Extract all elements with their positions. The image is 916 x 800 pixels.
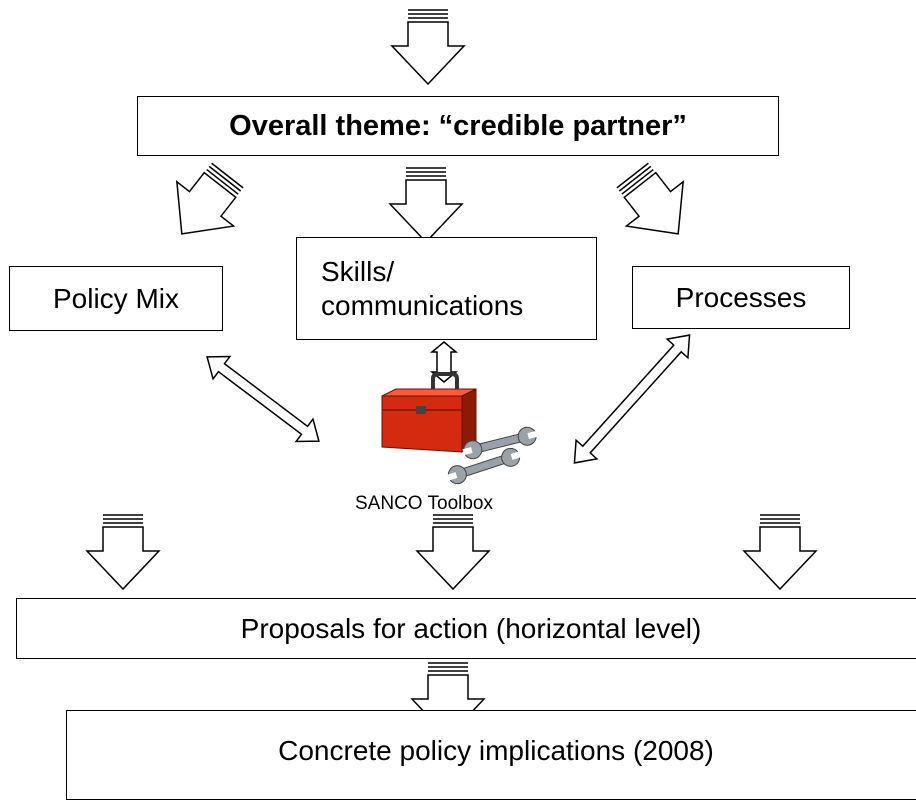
concrete-implications-label: Concrete policy implications (2008)	[278, 735, 714, 766]
policy-mix-box: Policy Mix	[9, 266, 223, 331]
block-arrow-icon	[391, 9, 465, 85]
wrench-icon	[446, 426, 538, 485]
block-arrow-icon	[389, 167, 463, 243]
block-arrow-icon	[743, 514, 817, 590]
skills-label: Skills/	[321, 255, 395, 287]
concrete-implications-box: Concrete policy implications (2008)	[66, 710, 916, 800]
proposals-label: Proposals for action (horizontal level)	[240, 612, 702, 644]
toolbox-icon	[381, 372, 477, 453]
double-arrow-icon	[573, 334, 691, 464]
block-arrow-icon	[152, 152, 257, 257]
block-arrow-icon	[603, 152, 708, 257]
overall-theme-label: Overall theme: “credible partner”	[229, 109, 687, 142]
communications-label: communications	[321, 289, 524, 321]
skills-communications-box: Skills/ communications	[296, 237, 597, 340]
processes-box: Processes	[632, 266, 850, 329]
block-arrow-icon	[86, 514, 160, 590]
processes-label: Processes	[675, 281, 807, 313]
toolbox-label: SANCO Toolbox	[355, 493, 493, 514]
policy-mix-label: Policy Mix	[52, 282, 179, 314]
double-arrow-icon	[206, 355, 320, 443]
block-arrow-icon	[416, 514, 490, 590]
overall-theme-box: Overall theme: “credible partner”	[137, 96, 779, 156]
proposals-box: Proposals for action (horizontal level)	[16, 598, 916, 659]
